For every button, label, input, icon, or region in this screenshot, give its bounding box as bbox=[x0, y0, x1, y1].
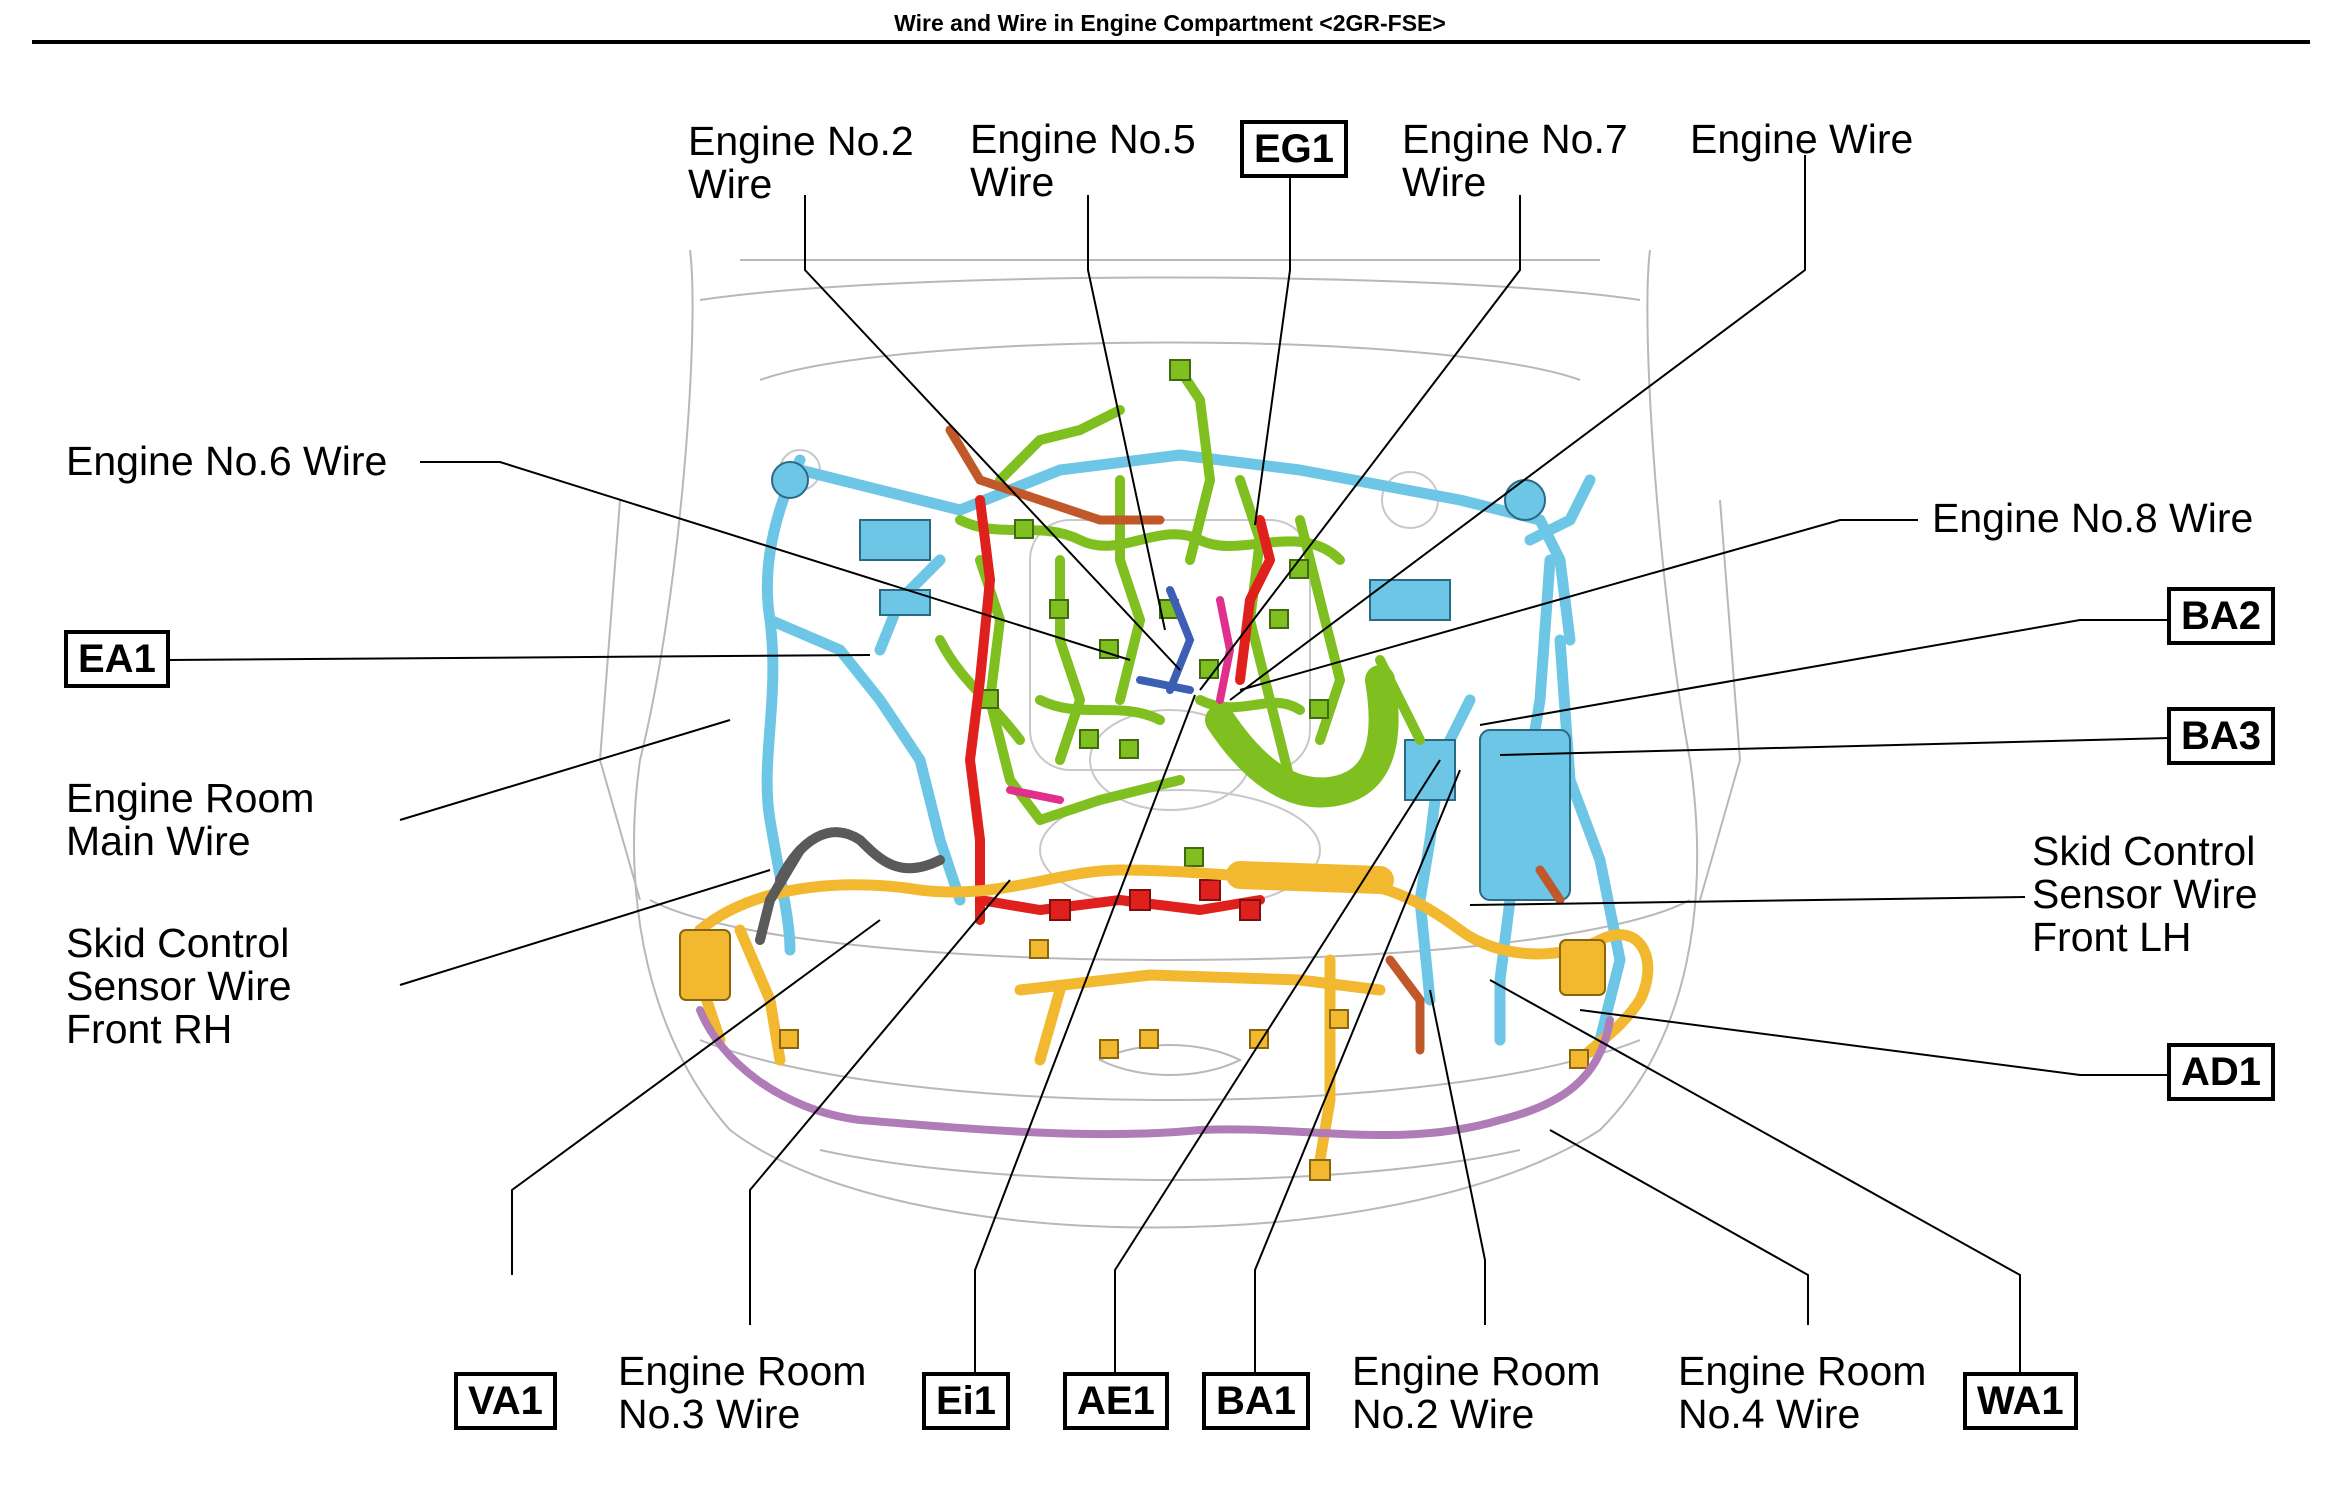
leader-lines bbox=[169, 155, 2171, 1410]
label-engine-no7-wire: Engine No.7 Wire bbox=[1402, 116, 1628, 205]
connector-code-ea1: EA1 bbox=[64, 630, 170, 688]
engine-room-no3-connectors bbox=[679, 929, 1606, 1181]
label-engine-wire: Engine Wire bbox=[1690, 116, 1914, 162]
red-connectors bbox=[1049, 879, 1261, 921]
title-divider bbox=[32, 40, 2310, 44]
engine-room-no3-thick bbox=[1226, 861, 1394, 894]
engine-wire-thick bbox=[1205, 665, 1399, 808]
connector-code-ae1: AE1 bbox=[1063, 1372, 1169, 1430]
brown-wire bbox=[945, 425, 1565, 1055]
label-engine-no6-wire: Engine No.6 Wire bbox=[66, 438, 388, 484]
engine-room-no2-wire bbox=[696, 1006, 1614, 1140]
label-engine-room-no2-wire: Engine Room No.2 Wire bbox=[1352, 1348, 1601, 1437]
label-engine-no5-wire: Engine No.5 Wire bbox=[970, 116, 1196, 205]
connector-code-ei1: Ei1 bbox=[922, 1372, 1011, 1430]
engine-room-main-wire bbox=[761, 449, 1626, 1046]
engine-wire-bundle bbox=[935, 365, 1425, 825]
red-wire bbox=[965, 495, 1275, 925]
label-engine-no8-wire: Engine No.8 Wire bbox=[1932, 495, 2254, 541]
connector-code-va1: VA1 bbox=[454, 1372, 557, 1430]
label-engine-no2-wire: Engine No.2 Wire bbox=[688, 118, 914, 207]
connector-code-ba2: BA2 bbox=[2167, 587, 2276, 645]
engine-wire-connectors bbox=[979, 359, 1329, 867]
vehicle-outline bbox=[598, 249, 1742, 1229]
connector-code-ad1: AD1 bbox=[2167, 1043, 2276, 1101]
label-skid-control-sensor-wire-front-rh: Skid Control Sensor Wire Front RH bbox=[66, 920, 292, 1052]
blue-detail-wire bbox=[1136, 586, 1195, 694]
label-engine-room-no4-wire: Engine Room No.4 Wire bbox=[1678, 1348, 1927, 1437]
label-engine-room-main-wire: Engine Room Main Wire bbox=[66, 775, 315, 864]
engine-room-main-wire-blocks bbox=[771, 461, 1571, 901]
skid-sensor-rh-wire bbox=[755, 827, 945, 945]
label-skid-control-sensor-wire-front-lh: Skid Control Sensor Wire Front LH bbox=[2032, 828, 2258, 960]
connector-code-ba3: BA3 bbox=[2167, 707, 2276, 765]
connector-code-eg1: EG1 bbox=[1240, 120, 1349, 178]
label-engine-room-no3-wire: Engine Room No.3 Wire bbox=[618, 1348, 867, 1437]
connector-code-ba1: BA1 bbox=[1202, 1372, 1311, 1430]
connector-code-wa1: WA1 bbox=[1963, 1372, 2078, 1430]
page-title: Wire and Wire in Engine Compartment <2GR… bbox=[894, 10, 1446, 36]
engine-block bbox=[779, 449, 1439, 911]
